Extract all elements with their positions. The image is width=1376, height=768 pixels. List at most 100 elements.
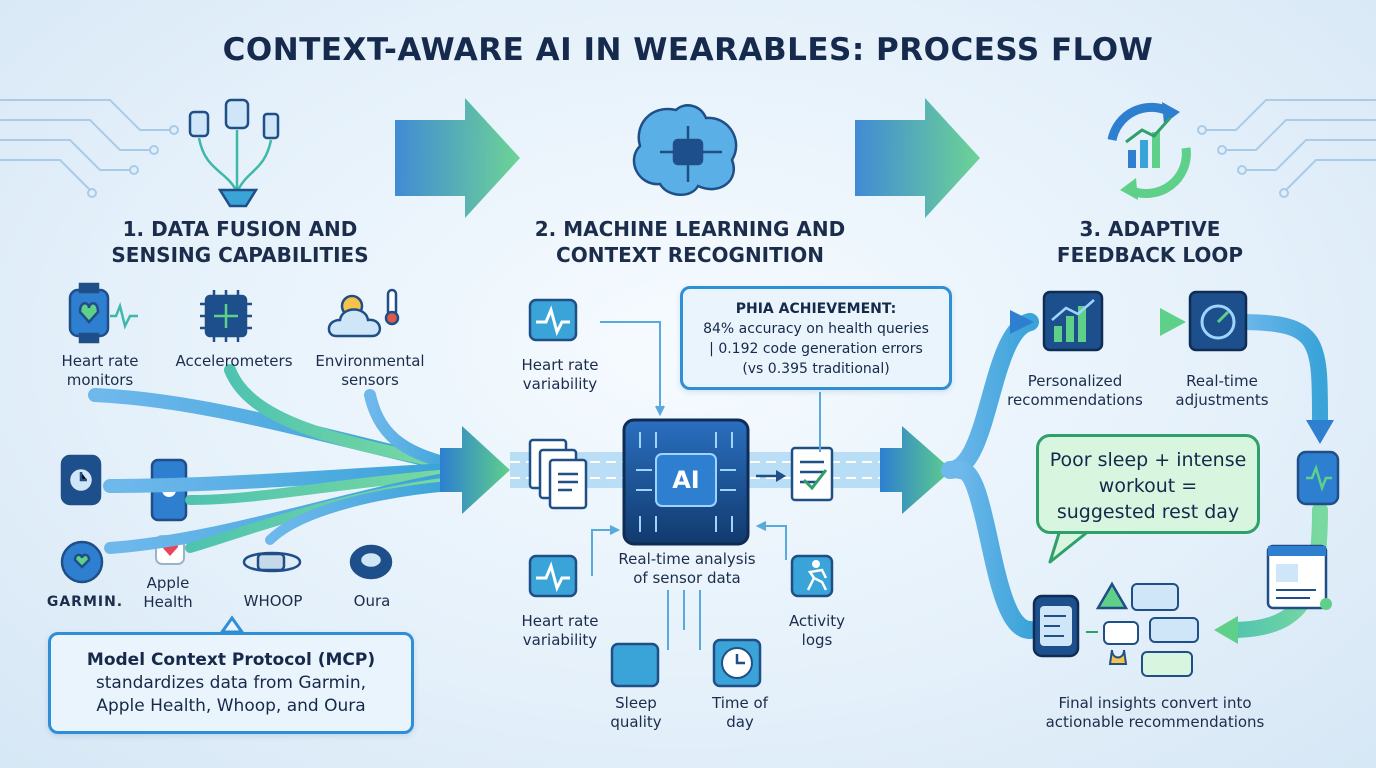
step-2-title-line1: 2. MACHINE LEARNING AND [534,217,846,241]
ml-input-connectors [591,321,821,650]
final-insights-label: Final insights convert into actionable r… [1020,694,1290,732]
step-1-title-line2: SENSING CAPABILITIES [111,243,369,267]
documents-icon [528,438,588,510]
data-fusion-icon [188,98,280,208]
step-2-title: 2. MACHINE LEARNING AND CONTEXT RECOGNIT… [520,216,860,268]
bubble-line: suggested rest day [1056,501,1240,523]
smartwatch-icon [60,454,102,506]
merge-arrow-into-ml [440,426,510,514]
phia-line2: | 0.192 code generation errors [709,341,923,357]
sleep-quality-label: Sleep quality [596,694,676,732]
loop-arrow-left-bottom [1214,616,1238,644]
activity-logs-label: Activity logs [772,612,862,650]
phia-achievement-box: PHIA ACHIEVEMENT: 84% accuracy on health… [680,286,952,390]
label-line: recommendations [1007,391,1143,409]
label-line: Health [143,593,193,611]
rest-day-insight-bubble: Poor sleep + intense workout = suggested… [1036,434,1260,534]
whoop-label: WHOOP [243,592,303,610]
label-line: of sensor data [633,569,741,587]
label-line: Heart rate [61,352,139,370]
phia-heading: PHIA ACHIEVEMENT: [735,301,897,317]
gauge-icon [1188,290,1248,352]
realtime-analysis-label: Real-time analysis of sensor data [604,550,770,588]
loop-arrow-right-mid [1160,308,1186,336]
label-line: Heart rate [521,612,599,630]
time-of-day-label: Time of day [700,694,780,732]
bubble-tail [1048,528,1092,564]
step-3-title-line2: FEEDBACK LOOP [1056,243,1244,267]
browser-window-icon [1266,544,1332,610]
mcp-line2: standardizes data from Garmin, [95,673,367,693]
hrv-top-icon [528,298,578,342]
phia-line1: 84% accuracy on health queries [703,321,929,337]
step-1-title: 1. DATA FUSION AND SENSING CAPABILITIES [80,216,400,268]
label-line: sensors [341,371,399,389]
circuit-decoration-left [0,99,179,198]
hrv-bottom-label: Heart rate variability [500,612,620,650]
label-line: Activity [788,612,846,630]
hrv-bottom-icon [528,554,578,598]
notification-icons [1086,581,1199,677]
page-title: CONTEXT-AWARE AI IN WEARABLES: PROCESS F… [222,32,1154,68]
label-line: Real-time [1186,372,1258,390]
label-line: day [726,713,754,731]
garmin-label: GARMIN. [46,594,124,610]
sleep-moon-icon [610,642,660,688]
data-pipes [88,364,466,554]
heart-rate-monitor-icon [68,282,138,344]
clock-icon [712,638,762,688]
step-arrow-1 [395,98,520,218]
label-line: Time of [712,694,768,712]
loop-arrow-right-top [1010,310,1034,334]
bubble-line: workout = [1098,475,1198,497]
mcp-callout-tail [219,615,245,634]
label-line: Heart rate [521,356,599,374]
mcp-info-box: Model Context Protocol (MCP) standardize… [48,632,414,734]
step-3-title: 3. ADAPTIVE FEEDBACK LOOP [1020,216,1280,268]
label-line: Personalized [1027,372,1123,390]
phia-line3: (vs 0.395 traditional) [742,361,890,377]
recommendation-chart-icon [1042,290,1104,352]
realtime-adjustments-label: Real-time adjustments [1164,372,1280,410]
whoop-band-icon [242,551,302,573]
accelerometers-label: Accelerometers [175,352,293,370]
bubble-line: Poor sleep + intense [1049,449,1247,471]
ai-chip-label: AI [672,466,700,494]
weather-sensor-icon [327,288,400,338]
label-line: Environmental [315,352,425,370]
apple-health-label: Apple Health [130,574,206,612]
ai-chip-icon [622,418,750,546]
label-line: variability [522,375,598,393]
mcp-line3: Apple Health, Whoop, and Oura [96,696,366,716]
heart-rate-monitors-label: Heart rate monitors [40,352,160,390]
output-watch-icon [1032,594,1080,658]
personalized-recommendations-label: Personalized recommendations [1000,372,1150,410]
environmental-sensors-label: Environmental sensors [300,352,440,390]
label-line: variability [522,631,598,649]
step-arrow-2 [855,98,980,218]
circuit-decoration-right [1197,99,1376,198]
activity-runner-icon [790,554,834,598]
output-arrow-to-feedback [880,426,952,514]
label-line: Final insights convert into [1058,694,1252,712]
step-1-title-line1: 1. DATA FUSION AND [122,217,358,241]
step-2-title-line2: CONTEXT RECOGNITION [556,243,824,267]
accelerometer-chip-icon [200,290,252,342]
label-line: logs [801,631,833,649]
mcp-line1: Model Context Protocol (MCP) [86,650,376,670]
label-line: actionable recommendations [1045,713,1265,731]
label-line: Real-time analysis [618,550,756,568]
label-line: monitors [66,371,134,389]
loop-watch-icon [1296,450,1340,506]
oura-label: Oura [353,592,391,610]
feedback-cycle-icon [1107,102,1191,200]
brain-icon [632,104,738,196]
label-line: adjustments [1175,391,1269,409]
report-icon [790,446,834,502]
loop-arrow-down [1306,420,1334,444]
hrv-top-label: Heart rate variability [500,356,620,394]
oura-ring-icon [349,544,393,580]
garmin-watch-icon [60,540,104,584]
label-line: Apple [146,574,190,592]
